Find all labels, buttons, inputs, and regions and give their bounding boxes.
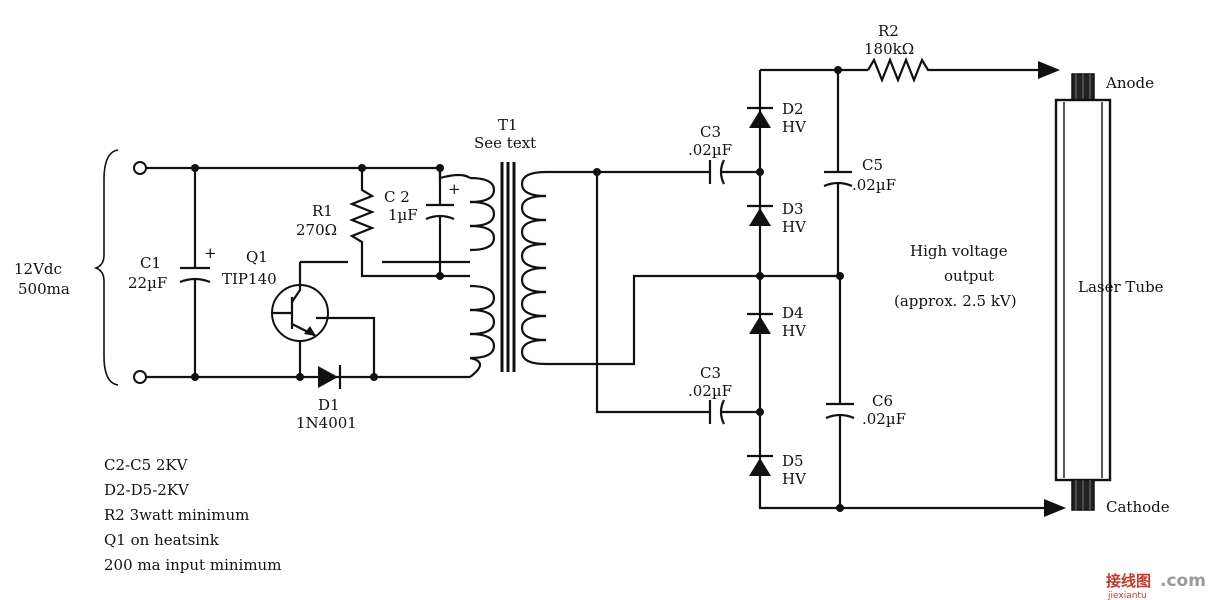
c2-polarity: +	[448, 180, 461, 198]
note-line-2: D2-D5-2KV	[104, 481, 190, 499]
d5-name: D5	[782, 452, 804, 470]
diode-d5	[747, 454, 773, 476]
anode-label: Anode	[1105, 74, 1154, 92]
note-line-4: Q1 on heatsink	[104, 531, 220, 549]
resistor-r1	[349, 164, 440, 278]
laser-tube-label: Laser Tube	[1078, 278, 1164, 296]
d2-name: D2	[782, 100, 804, 118]
c1-name: C1	[140, 254, 161, 272]
d4-name: D4	[782, 304, 804, 322]
c1-value: 22µF	[128, 274, 167, 292]
output-label-line1: High voltage	[910, 242, 1008, 260]
capacitor-c1: +	[179, 164, 217, 381]
diode-d1	[318, 365, 342, 389]
r2-value: 180kΩ	[864, 40, 914, 58]
d2-value: HV	[782, 118, 807, 136]
d3-value: HV	[782, 218, 807, 236]
watermark-url: jiexiantu	[1107, 591, 1147, 600]
watermark-com: .com	[1160, 571, 1206, 591]
d1-value: 1N4001	[296, 414, 357, 432]
c5-name: C5	[862, 156, 883, 174]
q1-value: TIP140	[222, 270, 277, 288]
t1-name: T1	[498, 116, 518, 134]
t1-value: See text	[474, 134, 536, 152]
diode-d3	[747, 204, 773, 226]
c3-lower-value: .02µF	[688, 382, 732, 400]
transistor-q1	[271, 262, 378, 381]
c5-value: .02µF	[852, 176, 896, 194]
capacitor-c2: +	[425, 164, 461, 280]
input-terminal-top	[133, 161, 147, 175]
c6-value: .02µF	[862, 410, 906, 428]
input-terminal-bottom	[133, 370, 147, 384]
cathode-label: Cathode	[1106, 498, 1170, 516]
watermark-cn: 接线图	[1106, 572, 1151, 590]
primary-feedback-wires	[300, 260, 470, 278]
r1-value: 270Ω	[296, 221, 337, 239]
q1-name: Q1	[246, 248, 268, 266]
c2-name: C 2	[384, 188, 410, 206]
output-label-line3: (approx. 2.5 kV)	[894, 292, 1017, 310]
watermark: 接线图 .com jiexiantu	[1106, 571, 1206, 600]
output-label-line2: output	[944, 267, 994, 285]
c3-upper-name: C3	[700, 123, 721, 141]
capacitor-c3-lower	[708, 399, 764, 425]
transformer-t1	[469, 162, 840, 414]
laser-tube	[1054, 73, 1112, 511]
c3-upper-value: .02µF	[688, 141, 732, 159]
c2-value: 1µF	[388, 206, 418, 224]
component-notes: C2-C5 2KV D2-D5-2KV R2 3watt minimum Q1 …	[104, 456, 281, 574]
diode-d2	[747, 106, 773, 128]
d3-name: D3	[782, 200, 804, 218]
r2-name: R2	[878, 22, 899, 40]
capacitor-c5	[823, 70, 853, 276]
capacitor-c6	[825, 276, 855, 508]
d5-value: HV	[782, 470, 807, 488]
input-brace	[93, 149, 119, 386]
c1-polarity: +	[204, 244, 217, 262]
c6-name: C6	[872, 392, 893, 410]
resistor-r2	[867, 57, 1060, 83]
capacitor-c3-upper	[708, 159, 764, 185]
tube-body	[1054, 98, 1112, 482]
cathode-arrow	[1044, 499, 1066, 517]
note-line-5: 200 ma input minimum	[104, 556, 281, 574]
d4-value: HV	[782, 322, 807, 340]
input-current-label: 500ma	[18, 280, 70, 298]
c3-lower-name: C3	[700, 364, 721, 382]
input-terminals	[93, 149, 147, 386]
d1-name: D1	[318, 396, 340, 414]
r1-name: R1	[312, 202, 333, 220]
note-line-3: R2 3watt minimum	[104, 506, 249, 524]
diode-d4	[747, 312, 773, 334]
input-voltage-label: 12Vdc	[14, 260, 62, 278]
note-line-1: C2-C5 2KV	[104, 456, 189, 474]
